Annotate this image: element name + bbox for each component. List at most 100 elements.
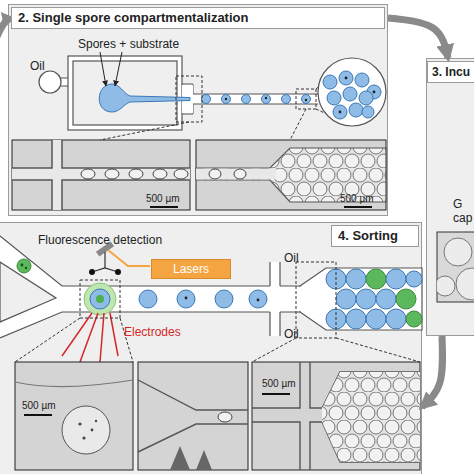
chip-schematic [296,89,316,109]
incubation-micrograph [435,232,474,302]
micrograph-inset [15,362,133,470]
chip-schematic [99,84,190,112]
sorting-schematic [326,309,346,329]
incubation-micrograph [437,238,474,300]
micrograph-inset [105,169,119,179]
inlet-label: Oil [284,252,299,265]
incoming-arrow [0,21,6,44]
chip-schematic [222,95,231,104]
chip-schematic [282,95,291,104]
inlet-label: Spores + substrate [78,38,179,51]
chip-schematic [323,75,337,89]
sorting-schematic [96,295,104,303]
micrograph-inset [129,169,143,179]
chip-schematic [182,84,193,85]
incubation-micrograph [437,232,474,302]
micrograph-inset [170,446,212,470]
chip-schematic [316,109,352,126]
chip-schematic [343,87,357,101]
incubation-micrograph [456,268,474,300]
sorting-schematic [336,289,356,309]
chip-schematic [193,104,318,105]
sorting-schematic [15,318,80,362]
micrograph-inset [91,429,94,432]
sorting-schematic [406,271,422,287]
chip-schematic [333,105,347,119]
sorting-schematic [386,269,406,289]
chip-schematic [345,77,348,80]
sorting-schematic [21,264,24,267]
sorting-schematic [346,269,366,289]
sorting-schematic [366,269,386,289]
chip-schematic [302,95,311,104]
sorting-schematic [296,262,336,338]
micrograph-inset [150,206,178,208]
chip-schematic [316,58,352,89]
chip-schematic [182,114,193,115]
sorting-schematic [80,280,120,318]
micrograph-inset [174,169,188,179]
chip-schematic [115,52,122,86]
sorting-schematic [346,309,366,329]
micrograph-inset [15,362,420,470]
sorting-schematic [0,236,300,338]
sorting-schematic [386,309,406,329]
panel-title: 2. Single spore compartmentalization [11,7,385,29]
chip-schematic [202,95,211,104]
sorting-schematic [376,289,396,309]
micrograph-inset [252,362,420,470]
chip-schematic [290,109,306,140]
incubation-micrograph [437,276,455,296]
chip-schematic [193,104,194,114]
micrograph-inset [234,169,246,179]
chip-schematic [318,58,386,126]
scale-label: 500 µm [262,378,296,389]
sorting-schematic [336,338,420,362]
chip-schematic [327,91,341,105]
micrograph-inset [252,362,420,470]
chip-schematic [56,78,70,86]
panel: 4. SortingLasers [0,222,422,474]
panel: 2. Single spore compartmentalization [8,4,388,216]
chip-schematic [373,91,376,94]
sorting-schematic [120,318,133,362]
sorting-schematic [0,236,300,338]
sorting-schematic [356,289,376,309]
micrograph-inset [322,372,420,462]
sorting-schematic [326,269,346,289]
sorting-schematic [25,267,27,269]
chip-schematic [367,85,381,99]
scale-label: 500 µm [22,400,56,411]
sorting-schematic [270,262,280,336]
sorting-schematic [270,311,280,336]
chip-schematic [100,122,189,140]
sorting-schematic [0,236,422,362]
chip-schematic [339,71,353,85]
micrograph-inset [82,436,85,439]
micrograph-inset [62,406,110,454]
micrograph-inset [262,393,290,395]
chip-schematic [262,95,271,104]
sorting-schematic [139,290,157,308]
inlet-label: Oil [30,60,45,73]
incoming-arrow [1,12,15,28]
micrograph-inset [95,420,97,422]
sorting-schematic [17,259,31,273]
inlet-label: Oil [284,328,299,341]
chip-schematic [355,73,369,87]
chip-schematic [193,84,194,94]
micrograph-inset [78,422,81,425]
micrograph-inset [196,140,386,210]
micrograph-inset [12,168,190,180]
micrograph-inset [15,380,133,387]
panel-title: 4. Sorting [331,225,419,247]
sorting-schematic [215,290,233,308]
chip-schematic [176,76,202,122]
chip-schematic [68,56,182,130]
chip-schematic [182,85,193,113]
sorting-schematic [257,299,260,302]
chip-schematic [362,106,374,118]
sorting-schematic [300,268,422,330]
